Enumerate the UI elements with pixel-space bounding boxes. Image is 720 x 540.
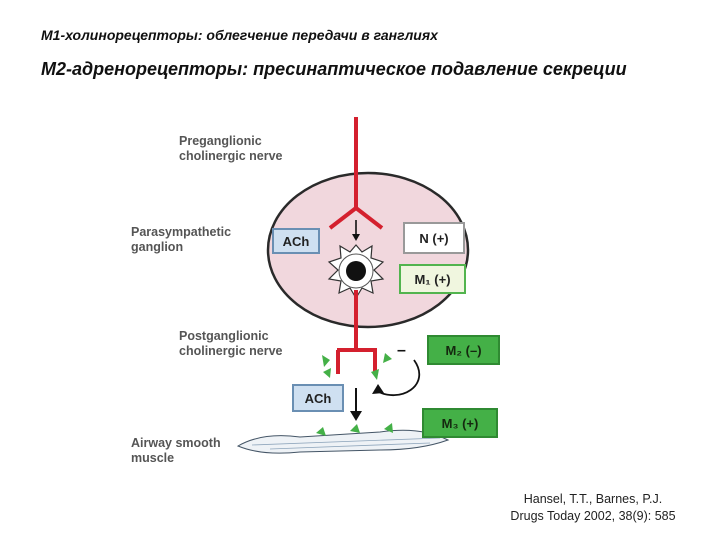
feedback-arrow [374,359,421,396]
ach-box-bottom: ACh [292,384,344,412]
n-receptor-box: N (+) [403,222,465,254]
citation: Hansel, T.T., Barnes, P.J.Drugs Today 20… [510,492,676,523]
neuron-nucleus [346,261,366,281]
title-m2: М2-адренорецепторы: пресинаптическое под… [41,59,627,79]
receptor-triangle [383,353,392,363]
muscle-receptor [384,423,393,433]
preganglionic-branch-left [328,206,358,230]
ach-box-top: ACh [272,228,320,254]
receptor-triangle [322,355,330,367]
preganglionic-branch-right [354,206,384,230]
m2-receptor-box: M₂ (–) [427,335,500,365]
m3-receptor-box: M₃ (+) [422,408,498,438]
title-m1: М1-холинорецепторы: облегчение передачи … [41,27,438,43]
muscle-receptor [316,427,326,436]
m1-receptor-box: M₁ (+) [399,264,466,294]
receptor-triangle [371,369,379,380]
release-arrow-small [352,234,360,241]
minus-sign: – [397,342,406,359]
muscle-receptor [350,424,360,433]
receptor-triangle [323,368,331,378]
